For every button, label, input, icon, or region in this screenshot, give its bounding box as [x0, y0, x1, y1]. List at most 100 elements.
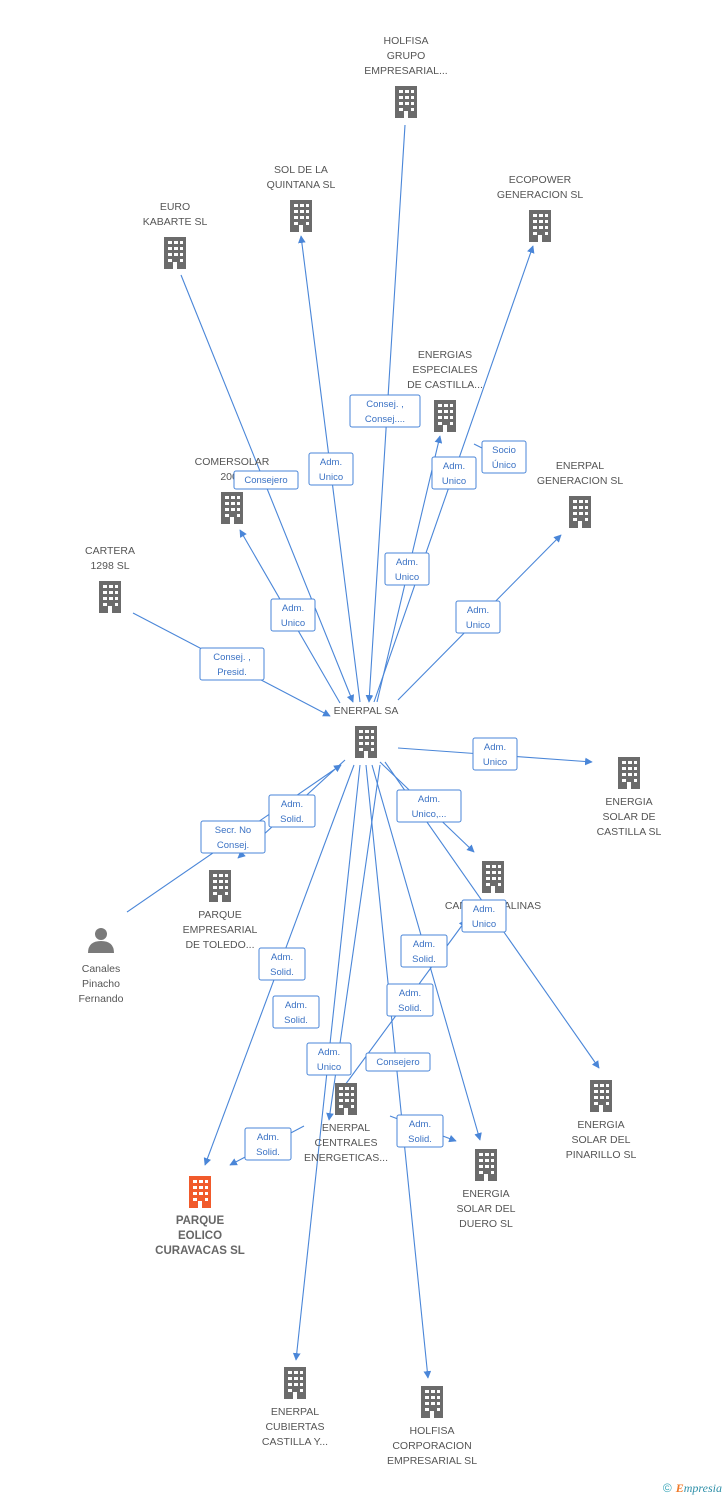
relation-text: Presid. [217, 667, 247, 678]
relation-label-r3[interactable]: Consejero [233, 470, 299, 490]
relation-label-r14[interactable]: Adm. Unico [461, 899, 507, 933]
relation-text: Adm. [409, 1119, 431, 1130]
node-sol-quintana[interactable]: SOL DE LA QUINTANA SL [267, 164, 336, 232]
building-icon [529, 210, 551, 242]
node-label: SOLAR DE [602, 811, 655, 823]
node-label: PARQUE [198, 909, 242, 921]
node-label: ESPECIALES [412, 364, 477, 376]
node-label: EOLICO [178, 1230, 222, 1242]
node-label: SOL DE LA [274, 164, 328, 176]
relation-label-r19[interactable]: Adm. Unico [306, 1042, 352, 1076]
relation-label-r13[interactable]: Secr. No Consej. [200, 820, 266, 854]
node-label: ENERGIAS [418, 349, 472, 361]
relation-text: Consejero [376, 1057, 419, 1068]
node-label: ENERPAL [322, 1122, 370, 1134]
relation-label-r22[interactable]: Adm. Solid. [396, 1114, 444, 1148]
relation-text: Consejero [244, 475, 287, 486]
node-label: ECOPOWER [509, 174, 572, 186]
relation-label-r16[interactable]: Adm.Solid. [400, 934, 448, 968]
relation-label-r2[interactable]: Adm.Unico [308, 452, 354, 486]
person-icon [88, 928, 114, 953]
relation-text: Solid. [284, 1015, 308, 1026]
relation-text: Unico [395, 572, 419, 583]
node-label: CORPORACION [392, 1440, 471, 1452]
relation-text: Unico,... [412, 809, 447, 820]
relation-text: Unico [317, 1062, 341, 1073]
relation-text: Unico [483, 757, 507, 768]
relation-label-r18[interactable]: Adm.Solid. [386, 983, 434, 1017]
node-label: ENERPAL [556, 460, 604, 472]
relation-text: Unico [442, 476, 466, 487]
node-label: QUINTANA SL [267, 179, 336, 191]
building-icon [482, 861, 504, 893]
relation-text: Adm. [443, 461, 465, 472]
relation-label-r10[interactable]: Adm. Unico [472, 737, 518, 771]
relation-label-r17[interactable]: Adm.Solid. [272, 995, 320, 1029]
relation-label-r4[interactable]: Adm. Unico [431, 456, 477, 490]
relation-text: Adm. [418, 794, 440, 805]
relation-label-r12[interactable]: Adm. Unico,... [396, 789, 462, 823]
node-label: 1298 SL [90, 560, 129, 572]
node-enerpal-sa[interactable]: ENERPAL SA [334, 705, 399, 758]
building-icon [209, 870, 231, 902]
node-label: PARQUE [176, 1215, 225, 1227]
node-energias-especiales[interactable]: ENERGIAS ESPECIALES DE CASTILLA... [407, 349, 483, 432]
node-label: ENERPAL SA [334, 705, 399, 717]
relation-text: Adm. [318, 1047, 340, 1058]
building-icon [618, 757, 640, 789]
building-icon [395, 86, 417, 118]
node-label: CASTILLA SL [597, 826, 662, 838]
relation-label-r21[interactable]: Adm.Solid. [244, 1127, 292, 1161]
relation-text: Adm. [320, 457, 342, 468]
relation-label-r8[interactable]: Adm.Unico [455, 600, 501, 634]
relation-text: Unico [281, 618, 305, 629]
node-label: ENERGIA [577, 1119, 624, 1131]
relation-label-r15[interactable]: Adm.Solid. [258, 947, 306, 981]
node-enerpal-centrales[interactable]: ENERPALCENTRALESENERGETICAS... [304, 1083, 388, 1164]
relation-text: Adm. [484, 742, 506, 753]
node-energia-castilla[interactable]: ENERGIA SOLAR DE CASTILLA SL [597, 757, 662, 838]
relation-text: Consej. , [366, 399, 404, 410]
node-label: GRUPO [387, 50, 426, 62]
building-icon [164, 237, 186, 269]
building-icon [475, 1149, 497, 1181]
node-label: ENERGIA [605, 796, 652, 808]
relation-label-r6[interactable]: Adm.Unico [384, 552, 430, 586]
building-icon [355, 726, 377, 758]
relation-text: Unico [472, 919, 496, 930]
node-label: SOLAR DEL [457, 1203, 516, 1215]
node-holfisa-grupo[interactable]: HOLFISAGRUPOEMPRESARIAL... [364, 35, 448, 118]
relation-text: Secr. No [215, 825, 251, 836]
footer-brand: ©Empresia [663, 1481, 722, 1496]
relation-text: Socio [492, 445, 516, 456]
relation-text: Consej. [217, 840, 249, 851]
relation-label-r1[interactable]: Consej. ,Consej.... [349, 394, 421, 428]
building-icon [569, 496, 591, 528]
relation-text: Solid. [280, 814, 304, 825]
relation-label-r20[interactable]: Consejero [365, 1052, 431, 1072]
node-label: Fernando [79, 993, 124, 1005]
node-label: EMPRESARIAL... [364, 65, 447, 77]
node-label: GENERACION SL [497, 189, 584, 201]
relation-label-r11[interactable]: Adm.Solid. [268, 794, 316, 828]
node-label: DE CASTILLA... [407, 379, 483, 391]
building-icon [421, 1386, 443, 1418]
relation-label-r9[interactable]: Consej. ,Presid. [199, 647, 265, 681]
relation-text: Adm. [473, 904, 495, 915]
node-ecopower[interactable]: ECOPOWER GENERACION SL [497, 174, 584, 242]
relation-label-r7[interactable]: Adm.Unico [270, 598, 316, 632]
node-label: EMPRESARIAL SL [387, 1455, 477, 1467]
relation-text: Solid. [408, 1134, 432, 1145]
